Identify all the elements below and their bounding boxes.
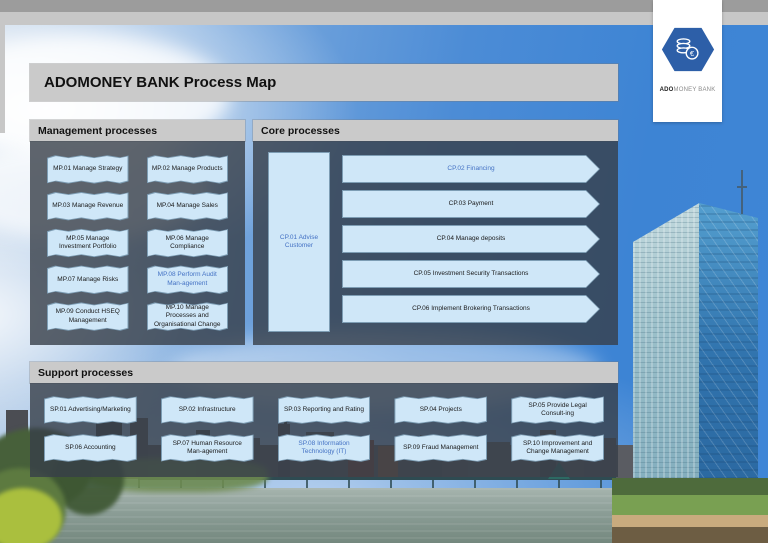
brand-rest: MONEY BANK (673, 87, 716, 93)
mp-06-label: MP.06 Manage Compliance (165, 234, 209, 250)
sp-01-label: SP.01 Advertising/Marketing (49, 405, 131, 413)
mp-01-label: MP.01 Manage Strategy (53, 165, 123, 173)
cp-02-arrow-link[interactable]: CP.02 Financing (342, 155, 600, 183)
mp-09-label: MP.09 Conduct HSEQ Management (55, 308, 120, 324)
sp-01-box: SP.01 Advertising/Marketing (44, 396, 137, 424)
cp-02-label: CP.02 Financing (447, 164, 495, 172)
mp-06-box: MP.06 Manage Compliance (146, 228, 228, 258)
sp-07-box: SP.07 Human Resource Man-agement (160, 434, 254, 462)
ecb-tower (633, 203, 758, 503)
sp-02-label: SP.02 Infrastructure (178, 405, 236, 413)
top-frame-light-bar (0, 12, 768, 25)
left-frame-strip (0, 25, 5, 133)
mp-02-label: MP.02 Manage Products (151, 165, 223, 173)
cp-05-label: CP.05 Investment Security Transactions (413, 269, 529, 277)
management-processes-header: Management processes (30, 120, 245, 141)
cp-01-label: CP.01 Advise Customer (279, 233, 319, 249)
river-bank-right (612, 478, 768, 543)
mp-04-label: MP.04 Manage Sales (156, 201, 218, 209)
bank-logo: € ADOMONEY BANK (653, 0, 722, 122)
sp-10-label: SP.10 Improvement and Change Management (522, 439, 593, 455)
tower-antenna (741, 170, 743, 214)
ecb-tower-right-face (699, 203, 758, 503)
cp-06-label: CP.06 Implement Brokering Transactions (412, 304, 530, 312)
bank-logo-hexagon-icon: € (661, 27, 714, 72)
mp-05-label: MP.05 Manage Investment Portfolio (59, 234, 117, 250)
management-processes-title: Management processes (38, 124, 158, 137)
sp-04-box: SP.04 Projects (394, 396, 488, 424)
support-processes-header: Support processes (30, 362, 618, 383)
core-processes-title: Core processes (261, 124, 340, 137)
cp-05-arrow: CP.05 Investment Security Transactions (342, 260, 600, 288)
mp-05-box: MP.05 Manage Investment Portfolio (47, 228, 129, 258)
sp-04-label: SP.04 Projects (419, 405, 462, 413)
bank-logo-text: ADOMONEY BANK (660, 87, 716, 93)
sp-08-box-link[interactable]: SP.08 Information Technology (IT) (277, 434, 371, 462)
sp-02-box: SP.02 Infrastructure (160, 396, 254, 424)
brand-bold: ADO (659, 87, 674, 93)
page-title: ADOMONEY BANK Process Map (44, 74, 277, 91)
mp-02-box: MP.02 Manage Products (146, 155, 228, 184)
sp-05-box: SP.05 Provide Legal Consult-ing (511, 396, 604, 424)
mp-08-label: MP.08 Perform Audit Man-agement (157, 271, 217, 287)
support-processes-panel: SP.01 Advertising/Marketing SP.02 Infras… (30, 383, 618, 477)
sp-06-box: SP.06 Accounting (44, 434, 137, 462)
cp-01-box-link[interactable]: CP.01 Advise Customer (268, 152, 330, 332)
mp-07-box: MP.07 Manage Risks (47, 265, 129, 294)
cp-03-label: CP.03 Payment (448, 199, 494, 207)
sp-10-box: SP.10 Improvement and Change Management (511, 434, 604, 462)
mp-03-label: MP.03 Manage Revenue (52, 201, 124, 209)
sp-03-label: SP.03 Reporting and Rating (283, 405, 365, 413)
sp-09-box: SP.09 Fraud Management (394, 434, 488, 462)
cp-03-arrow: CP.03 Payment (342, 190, 600, 218)
tower-antenna-bar (737, 186, 747, 188)
page-title-bar: ADOMONEY BANK Process Map (30, 64, 618, 101)
mp-10-box: MP.10 Manage Processes and Organisationa… (146, 302, 228, 331)
sp-03-box: SP.03 Reporting and Rating (277, 396, 371, 424)
mp-04-box: MP.04 Manage Sales (146, 192, 228, 221)
core-arrows: CP.02 Financing CP.03 Payment CP.04 Mana… (342, 155, 600, 323)
cp-06-arrow: CP.06 Implement Brokering Transactions (342, 295, 600, 323)
mp-03-box: MP.03 Manage Revenue (47, 192, 129, 221)
coins-icon (676, 38, 699, 60)
sp-09-label: SP.09 Fraud Management (403, 443, 479, 451)
cp-04-arrow: CP.04 Manage deposits (342, 225, 600, 253)
mp-10-label: MP.10 Manage Processes and Organisationa… (154, 303, 221, 328)
ecb-tower-left-face (633, 203, 700, 503)
sp-08-label: SP.08 Information Technology (IT) (298, 439, 350, 455)
sp-06-label: SP.06 Accounting (65, 443, 116, 451)
mp-07-label: MP.07 Manage Risks (57, 275, 119, 283)
management-processes-panel: MP.01 Manage Strategy MP.02 Manage Produ… (30, 141, 245, 345)
cp-04-label: CP.04 Manage deposits (436, 234, 506, 242)
sp-05-label: SP.05 Provide Legal Consult-ing (528, 401, 587, 417)
core-processes-panel: CP.01 Advise Customer CP.02 Financing CP… (253, 141, 618, 345)
core-processes-header: Core processes (253, 120, 618, 141)
mp-09-box: MP.09 Conduct HSEQ Management (47, 302, 129, 331)
svg-text:€: € (689, 49, 694, 58)
top-frame-dark-bar (0, 0, 768, 12)
mp-01-box: MP.01 Manage Strategy (47, 155, 129, 184)
support-processes-title: Support processes (38, 366, 134, 379)
mp-08-box-link[interactable]: MP.08 Perform Audit Man-agement (146, 265, 228, 294)
tree-bright (0, 488, 62, 543)
sp-07-label: SP.07 Human Resource Man-agement (172, 439, 242, 455)
